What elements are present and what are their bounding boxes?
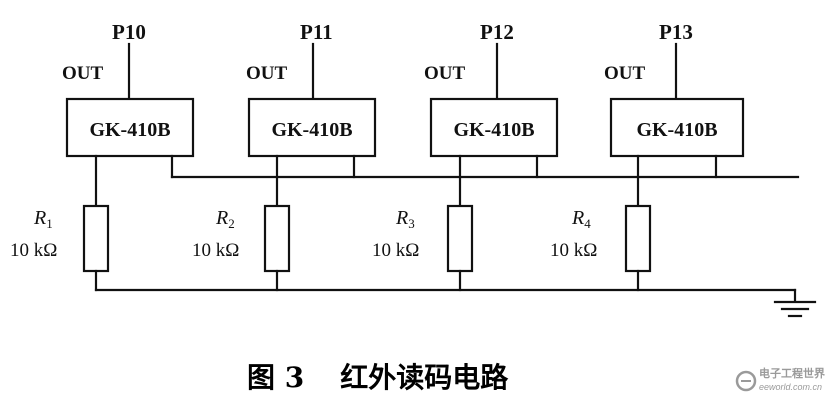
out-label-3: OUT	[424, 63, 466, 84]
resistor-r2	[263, 204, 291, 273]
out-label-4: OUT	[604, 63, 646, 84]
ground-symbol	[773, 288, 817, 318]
resistor-r3	[446, 204, 474, 273]
watermark-line2: eeworld.com.cn	[759, 382, 822, 392]
chip-box-1	[65, 97, 195, 158]
resistor-label-r4: R4	[571, 207, 591, 231]
module-2: P11 OUT GK-410B R2 10 kΩ	[192, 20, 377, 292]
resistor-r1	[82, 204, 110, 273]
watermark-line1: 电子工程世界	[759, 366, 825, 380]
watermark-logo-icon	[735, 370, 757, 392]
out-label-2: OUT	[246, 63, 288, 84]
chip-label-2: GK-410B	[271, 119, 352, 141]
chip-label-4: GK-410B	[636, 119, 717, 141]
resistor-value-r4: 10 kΩ	[550, 240, 597, 261]
resistor-value-r3: 10 kΩ	[372, 240, 419, 261]
figure-title: 红外读码电路	[340, 361, 509, 394]
chip-box-4	[609, 97, 745, 158]
figure-number: 图 3	[247, 361, 304, 394]
resistor-value-r1: 10 kΩ	[10, 240, 57, 261]
watermark: 电子工程世界 eeworld.com.cn	[735, 366, 825, 392]
resistor-value-r2: 10 kΩ	[192, 240, 239, 261]
module-4: P13 OUT GK-410B R4 10 kΩ	[550, 20, 745, 292]
port-label-p12: P12	[480, 20, 514, 44]
resistor-label-r2: R2	[215, 207, 235, 231]
chip-label-1: GK-410B	[89, 119, 170, 141]
chip-label-3: GK-410B	[453, 119, 534, 141]
out-label-1: OUT	[62, 63, 104, 84]
resistor-r4	[624, 204, 652, 273]
module-1: P10 OUT GK-410B R1 10 kΩ	[10, 20, 195, 292]
port-label-p10: P10	[112, 20, 146, 44]
resistor-label-r1: R1	[33, 207, 53, 231]
port-label-p13: P13	[659, 20, 693, 44]
figure-caption: 图 3 红外读码电路	[247, 361, 509, 394]
chip-box-2	[247, 97, 377, 158]
resistor-label-r3: R3	[395, 207, 415, 231]
module-3: P12 OUT GK-410B R3 10 kΩ	[372, 20, 559, 292]
port-label-p11: P11	[300, 20, 333, 44]
chip-box-3	[429, 97, 559, 158]
